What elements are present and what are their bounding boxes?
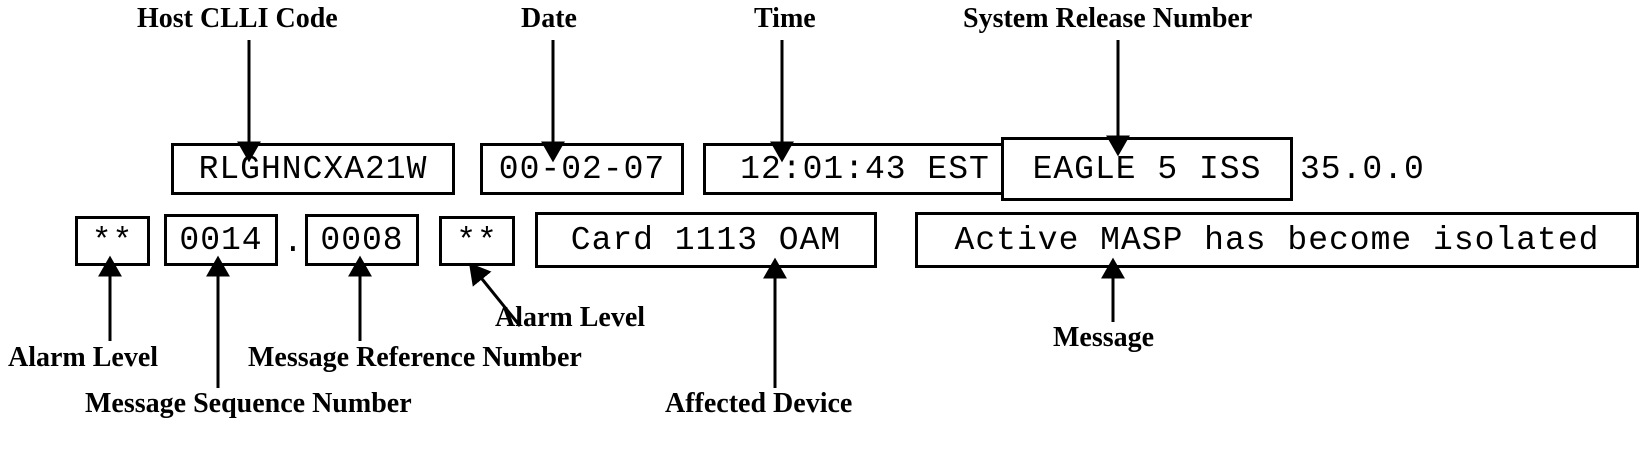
- message-text-value: Active MASP has become isolated: [954, 221, 1600, 259]
- alarm-level-1-value: **: [91, 222, 134, 260]
- field-box-affected-device[interactable]: Card 1113 OAM: [535, 212, 877, 268]
- field-box-alarm-level-2[interactable]: **: [439, 216, 515, 266]
- callout-label-affected-device: Affected Device: [665, 388, 853, 419]
- field-box-date[interactable]: 00-02-07: [480, 143, 684, 195]
- callout-label-message-sequence-number: Message Sequence Number: [85, 388, 412, 419]
- message-sequence-number-value: 0014: [179, 221, 263, 259]
- callout-label-system-release-number: System Release Number: [963, 3, 1253, 34]
- callout-label-alarm-level-right: Alarm Level: [495, 302, 646, 333]
- field-box-alarm-level-1[interactable]: **: [75, 216, 150, 266]
- release-number-value: 35.0.0: [1300, 151, 1425, 188]
- callout-label-message: Message: [1053, 322, 1155, 353]
- callout-label-message-reference-number: Message Reference Number: [248, 342, 582, 373]
- field-box-host-clli-code[interactable]: RLGHNCXA21W: [171, 143, 455, 195]
- time-value: 12:01:43 EST: [740, 150, 990, 188]
- callout-label-host-clli-code: Host CLLI Code: [137, 3, 338, 34]
- affected-device-value: Card 1113 OAM: [570, 221, 842, 259]
- alarm-level-2-value: **: [456, 222, 498, 260]
- system-release-value: EAGLE 5 ISS: [1032, 150, 1262, 188]
- host-clli-code-value: RLGHNCXA21W: [198, 150, 428, 188]
- field-box-message-text[interactable]: Active MASP has become isolated: [915, 212, 1639, 268]
- sequence-reference-separator: .: [283, 224, 304, 261]
- field-box-message-reference-number[interactable]: 0008: [305, 214, 419, 266]
- callout-label-alarm-level-left: Alarm Level: [8, 342, 159, 373]
- field-box-system-release[interactable]: EAGLE 5 ISS: [1001, 137, 1293, 201]
- message-reference-number-value: 0008: [320, 221, 404, 259]
- callout-label-date: Date: [521, 3, 577, 34]
- date-value: 00-02-07: [498, 150, 666, 188]
- field-box-time[interactable]: 12:01:43 EST: [703, 143, 1027, 195]
- field-box-message-sequence-number[interactable]: 0014: [164, 214, 278, 266]
- callout-label-time: Time: [754, 3, 816, 34]
